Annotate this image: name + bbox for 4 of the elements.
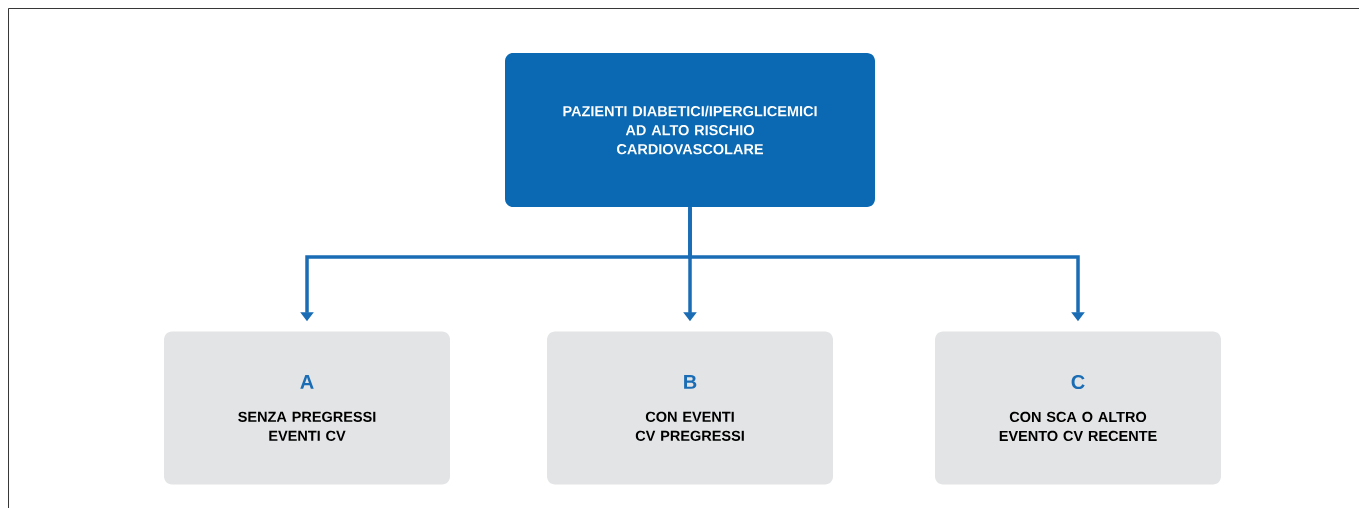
category-box: C CON SCA O ALTRO EVENTO CV RECENTE — [935, 331, 1221, 485]
category-box: B CON EVENTI CV PREGRESSI — [547, 331, 833, 485]
process-box: PAZIENTI DIABETICI/IPERGLICEMICI AD ALTO RISCHIO CARDIOVASCOLARE — [505, 53, 875, 207]
category-box: A SENZA PREGRESSI EVENTI CV — [164, 331, 450, 485]
